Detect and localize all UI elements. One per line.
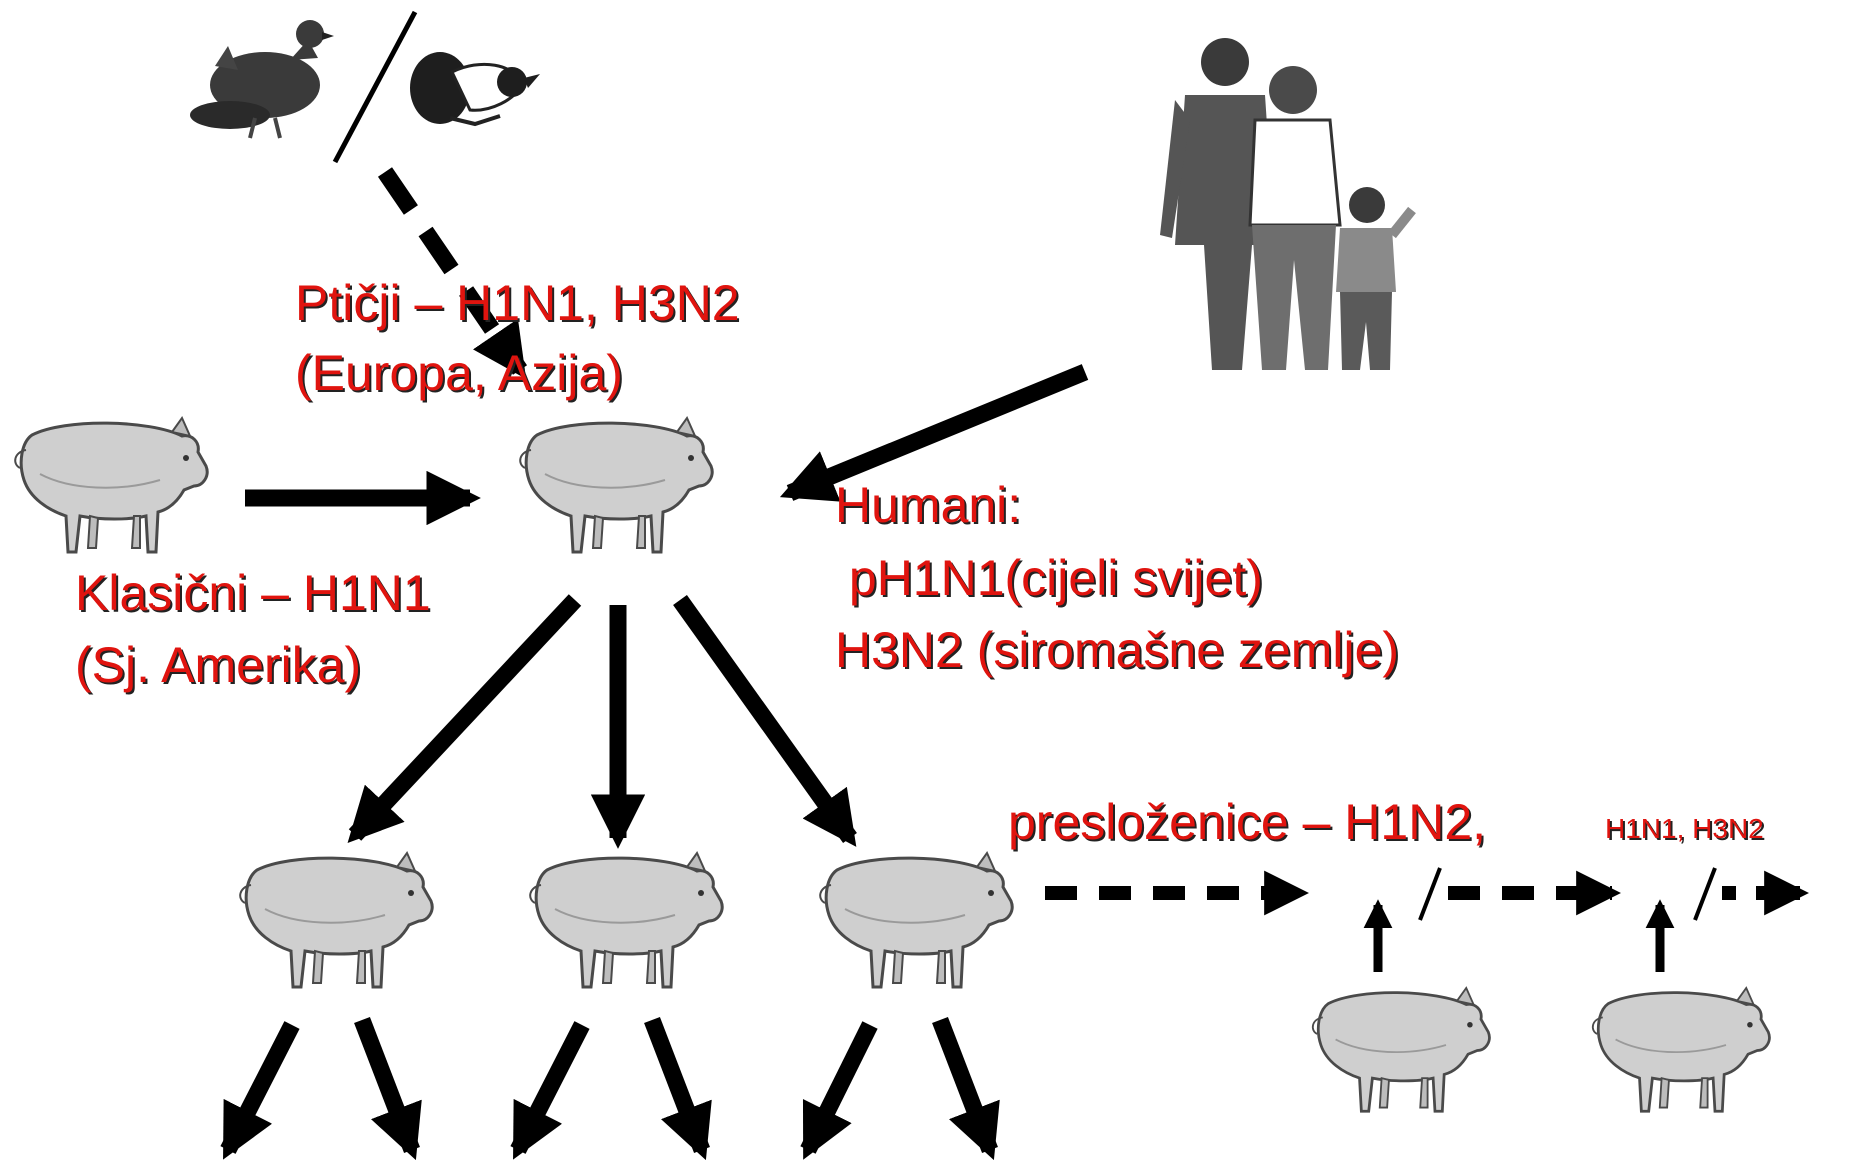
duck-icon (410, 52, 540, 127)
offspring-pig-1-icon (238, 851, 434, 989)
reassortant-pig-1-icon (1311, 986, 1491, 1113)
offspring-pig-3-icon (818, 851, 1014, 989)
hen-icon (190, 20, 334, 139)
family-icon (1160, 38, 1416, 370)
classical-source-pig-icon (13, 416, 209, 554)
offspring-pig-2-icon (528, 851, 724, 989)
reassortant-pig-2-icon (1591, 986, 1771, 1113)
mixing-vessel-pig-icon (518, 416, 714, 554)
